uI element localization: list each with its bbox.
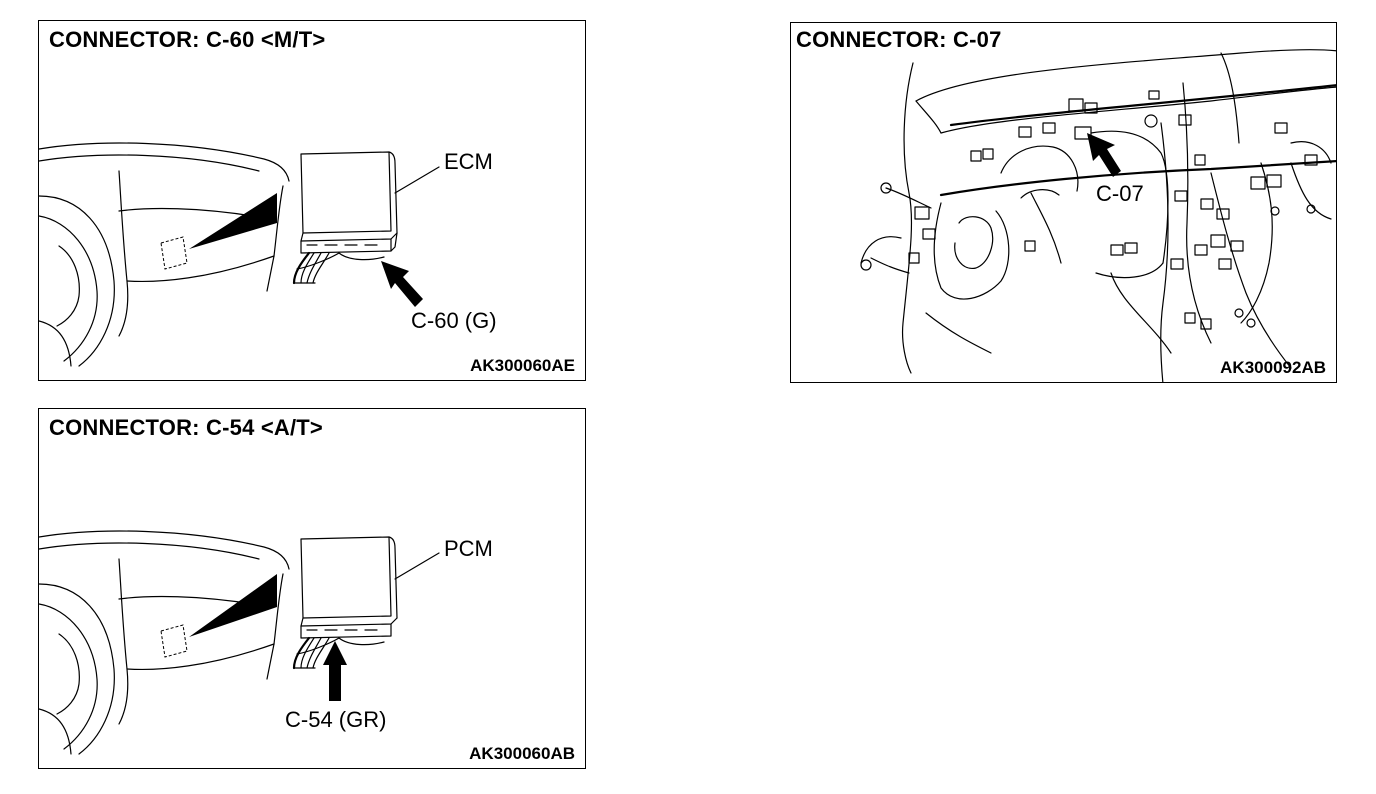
dashboard-pcm-illustration (39, 530, 440, 755)
connector-panel-c07: CONNECTOR: C-07 (790, 22, 1337, 383)
figure-code: AK300092AB (1220, 358, 1326, 377)
panel-title: CONNECTOR: C-07 (796, 27, 1002, 52)
connector-panel-c60: CONNECTOR: C-60 <M/T> (38, 20, 586, 381)
unit-label-ecm: ECM (444, 149, 493, 174)
connector-label-c07: C-07 (1096, 181, 1144, 206)
connector-panel-c54: CONNECTOR: C-54 <A/T> PCM C-54 (GR) AK (38, 408, 586, 769)
figure-code: AK300060AB (469, 744, 575, 763)
panel-title: CONNECTOR: C-60 <M/T> (49, 27, 326, 52)
connector-label-c60: C-60 (G) (411, 308, 497, 333)
panel-title: CONNECTOR: C-54 <A/T> (49, 415, 323, 440)
instrument-panel-harness-illustration (860, 49, 1336, 382)
dashboard-ecm-illustration (39, 142, 440, 367)
unit-label-pcm: PCM (444, 536, 493, 561)
figure-code: AK300060AE (470, 356, 575, 375)
connector-label-c54: C-54 (GR) (285, 707, 387, 732)
